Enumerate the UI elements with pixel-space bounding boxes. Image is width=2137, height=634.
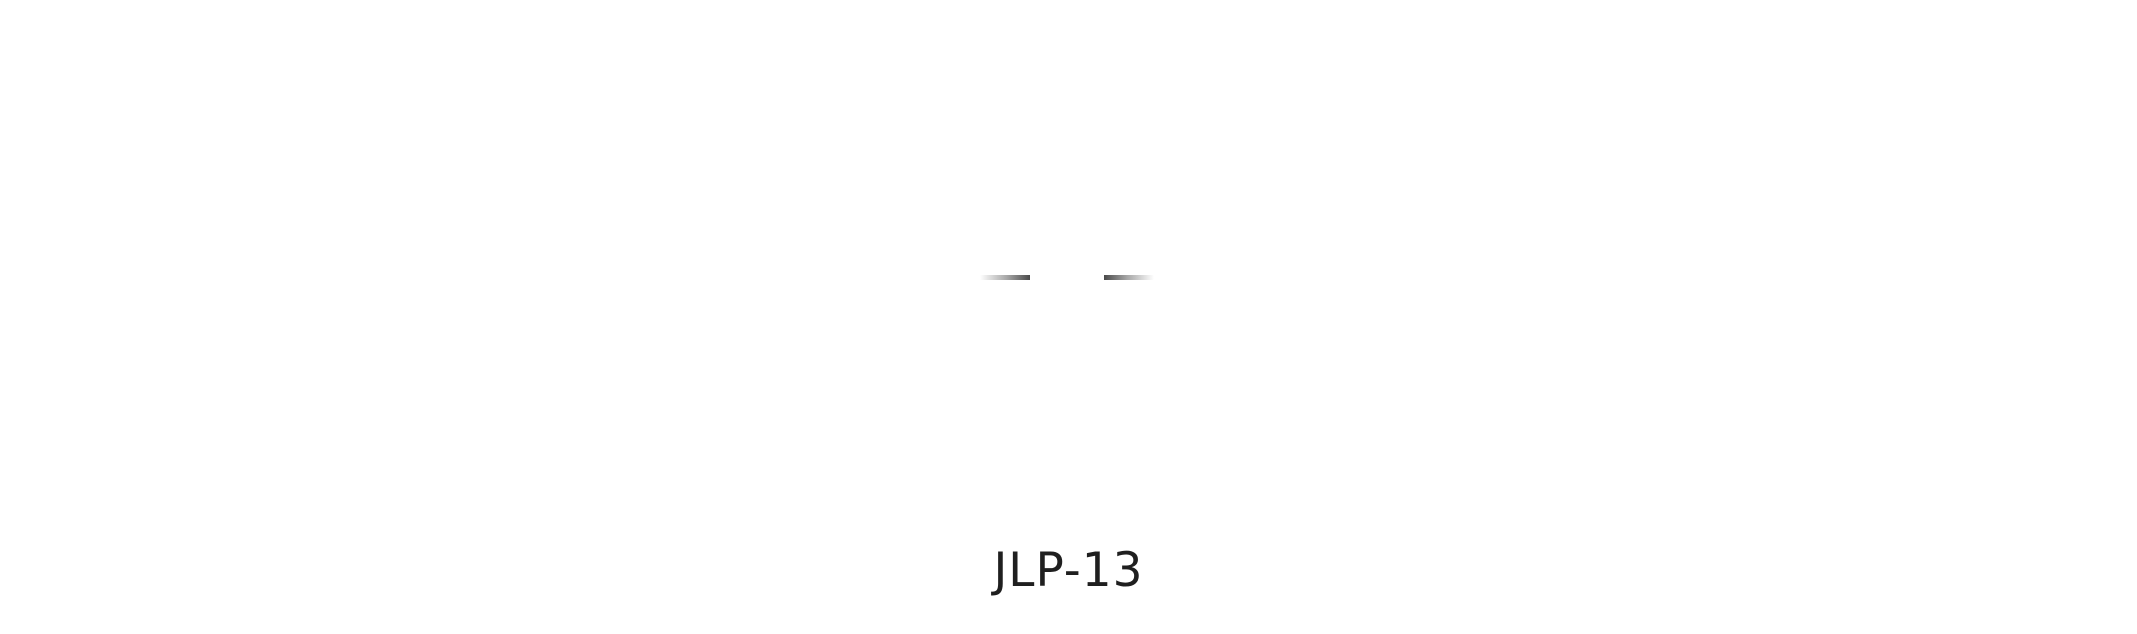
- right-dash-mark: [1104, 275, 1154, 280]
- figure-caption: JLP-13: [993, 543, 1144, 598]
- left-dash-mark: [980, 275, 1030, 280]
